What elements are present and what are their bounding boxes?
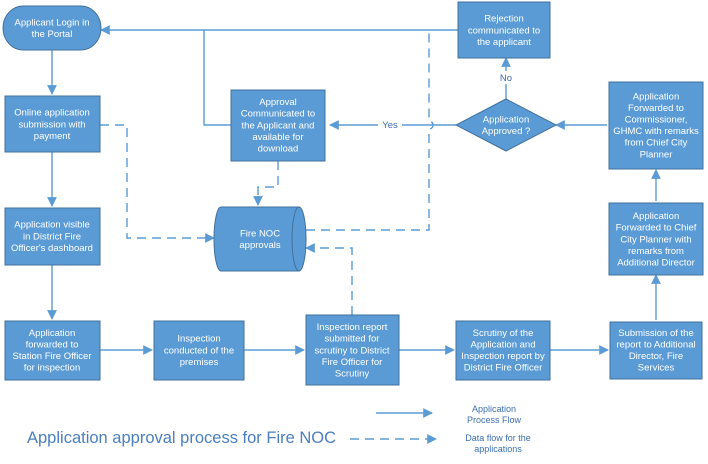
label-line: Process Flow [467, 415, 522, 425]
label-line: Inspection report by [461, 351, 545, 362]
label-line: conducted of the [164, 345, 234, 356]
label-line: the applicant [477, 37, 531, 48]
label-line: submission with [18, 119, 85, 130]
label-line: Additional Director [617, 258, 695, 269]
label-line: Submission of the [618, 328, 694, 339]
label-line: download [258, 144, 299, 155]
label-line: Application and [471, 340, 536, 351]
label-line: the Portal [32, 29, 73, 40]
label-line: payment [34, 131, 71, 142]
label-line: report to Additional [616, 340, 695, 351]
label-line: Approval [259, 97, 297, 108]
dataflow-report-to-db [305, 243, 353, 315]
edge-labels: Yes No [378, 71, 517, 131]
label-line: for inspection [24, 363, 81, 374]
label-line: Data flow for the [465, 433, 531, 443]
label-line: Application [472, 404, 516, 414]
label-line: scrutiny to District [315, 345, 390, 356]
label-line: Application [483, 115, 529, 126]
label-line: City Planner with [620, 234, 691, 245]
edge-label-no: No [500, 73, 512, 84]
label-line: Application [633, 91, 679, 102]
dataflow-approval-to-db [253, 161, 279, 206]
label-line: Scrutiny [335, 369, 370, 380]
label-line: Commissioner, [625, 115, 688, 126]
label-line: Planner [640, 149, 673, 160]
label-line: District Fire Officer [464, 363, 542, 374]
label-line: from Chief City [625, 138, 688, 149]
label-line: Forwarded to Chief [616, 223, 697, 234]
label-line: approvals [239, 240, 280, 251]
label-line: Station Fire Officer [12, 351, 91, 362]
label-line: communicated to [468, 25, 540, 36]
label-line: Applicant Login in [15, 18, 90, 29]
label-line: applications [474, 444, 522, 454]
label-line: Online application [14, 108, 90, 119]
dataflow-submission-to-db [100, 124, 215, 243]
edge-label-yes: Yes [382, 120, 398, 131]
label-line: Communicated to [241, 109, 315, 120]
label-line: Services [638, 363, 675, 374]
label-line: Application [633, 211, 679, 222]
label-line: available for [252, 132, 303, 143]
label-line: Officer's dashboard [11, 243, 93, 254]
connectors [47, 25, 661, 355]
dataflow-db-to-rejection [306, 30, 434, 231]
diagram-title: Application approval process for Fire NO… [27, 429, 336, 447]
label-line: submitted for [325, 334, 380, 345]
label-line: Fire NOC [240, 229, 280, 240]
label-line: in District Fire [23, 231, 81, 242]
label-line: Inspection [177, 334, 220, 345]
edge-approval-to-login [203, 30, 231, 126]
label-line: Forwarded to [628, 103, 684, 114]
label-line: GHMC with remarks [613, 126, 699, 137]
label-line: Inspection report [317, 322, 388, 333]
label-line: Scrutiny of the [473, 328, 534, 339]
label-line: Approved ? [482, 126, 531, 137]
label-line: Fire Officer for [322, 357, 383, 368]
label-line: Director, Fire [629, 351, 683, 362]
label-line: forwarded to [26, 340, 79, 351]
label-line: the Applicant and [242, 120, 315, 131]
label-line: Application [29, 328, 75, 339]
label-line: Application visible [14, 220, 90, 231]
label-line: premises [180, 357, 219, 368]
label-line: remarks from [628, 246, 684, 257]
label-line: Rejection [484, 14, 524, 25]
